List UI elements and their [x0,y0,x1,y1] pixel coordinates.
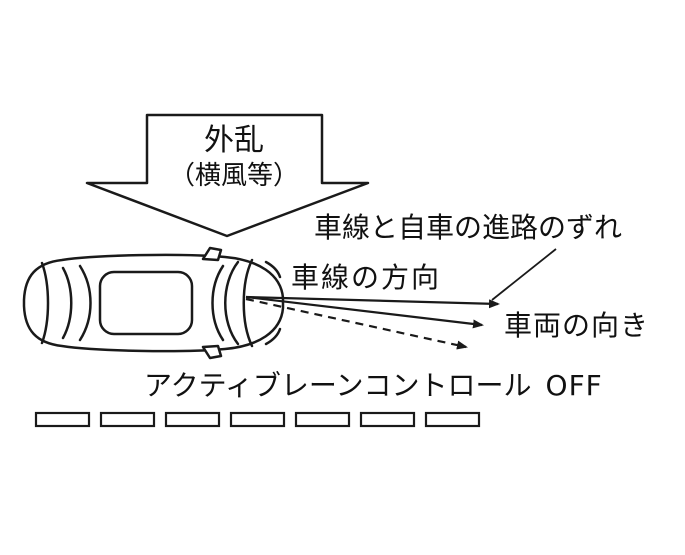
vehicle-direction-label: 車両の向き [504,309,650,342]
lane-markings [34,411,481,428]
status-label: アクティブレーンコントロール [144,369,532,402]
status-value: OFF [545,369,603,402]
car-top-view-icon [22,246,285,360]
status-text: アクティブレーンコントロール OFF [144,369,603,402]
disturbance-label-line2: （横風等） [168,160,299,191]
lane-direction-label: 車線の方向 [291,261,442,294]
deviation-label: 車線と自車の進路のずれ [314,211,623,244]
vehicle-direction-arrow [245,295,484,329]
drift-path-arrow [245,297,468,350]
disturbance-label: 外乱 （横風等） [112,123,356,191]
down-block-arrow-icon [85,113,370,238]
deviation-leader-line [491,248,557,301]
disturbance-label-line1: 外乱 [204,123,264,158]
lane-direction-arrow [245,295,500,309]
